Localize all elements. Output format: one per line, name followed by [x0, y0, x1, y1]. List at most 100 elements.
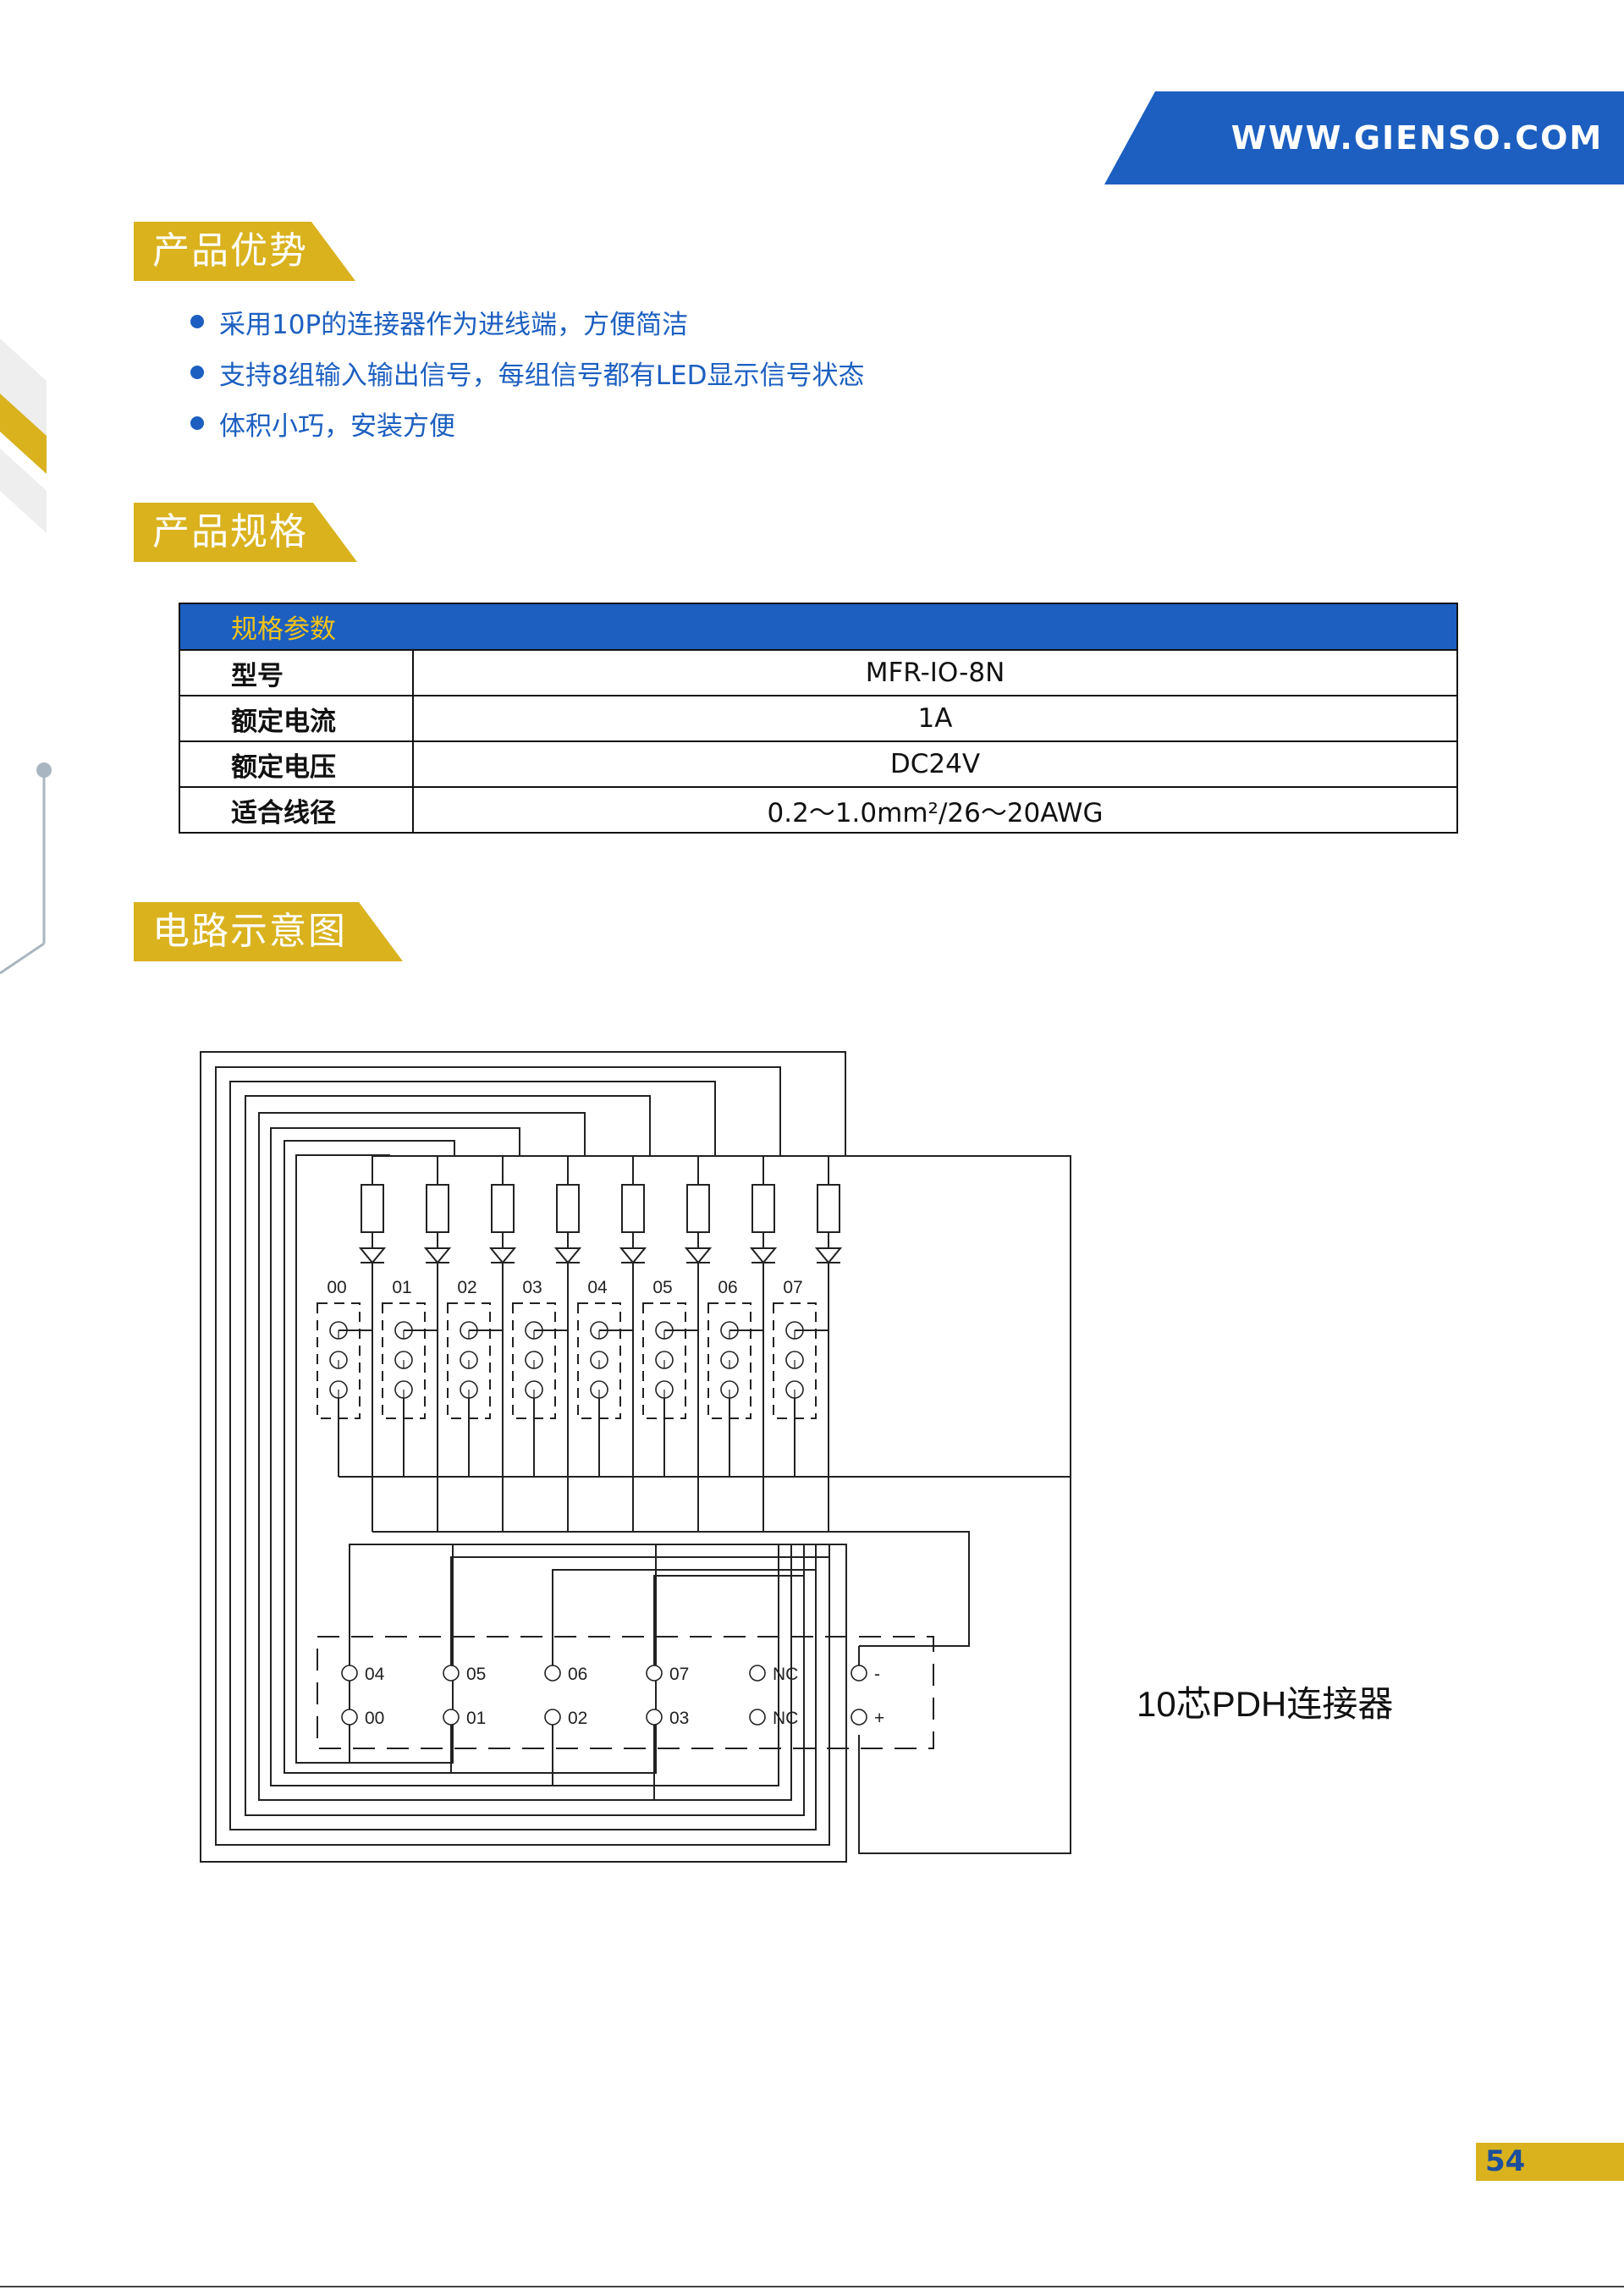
channel-group [577, 1156, 647, 1532]
tag-shape [134, 902, 403, 961]
channel-group [707, 1156, 778, 1532]
led-diode-icon [358, 1247, 387, 1264]
channel-bus-wire [245, 1095, 805, 1816]
connector-pin-label: 03 [669, 1709, 689, 1728]
channel-group [382, 1156, 452, 1532]
spec-row: 额定电流 1A [179, 695, 1458, 742]
connector-pin-label: 04 [365, 1665, 385, 1684]
section-title-specs: 产品规格 [152, 510, 308, 553]
channel-bus-wire [284, 1140, 657, 1774]
connector-pin-icon [341, 1665, 358, 1682]
section-tag-specs: 产品规格 [134, 503, 357, 562]
fuse-icon [491, 1184, 515, 1233]
fuse-icon [621, 1184, 645, 1233]
fuse-icon [556, 1184, 580, 1233]
section-tag-circuit: 电路示意图 [134, 902, 403, 961]
spec-row: 适合线径 0.2～1.0mm²/26～20AWG [179, 786, 1458, 834]
tag-shape [134, 503, 357, 562]
led-diode-icon [423, 1247, 452, 1264]
connector-pin-label: + [874, 1709, 884, 1728]
channel-group [512, 1156, 582, 1532]
connector-pin-icon [646, 1709, 663, 1726]
fuse-icon [751, 1184, 775, 1233]
channel-label: 06 [718, 1278, 737, 1297]
bottom-border [0, 2286, 1624, 2287]
advantage-item: 支持8组输入输出信号，每组信号都有LED显示信号状态 [190, 347, 864, 398]
channel-bus-wire [215, 1066, 830, 1846]
connector-pin-label: 01 [466, 1709, 486, 1728]
spec-label: 额定电压 [179, 740, 414, 788]
circuit-components [317, 1156, 969, 1749]
spec-value: MFR-IO-8N [412, 649, 1458, 696]
channel-group [773, 1156, 969, 1533]
connector-outline [317, 1636, 934, 1749]
led-diode-icon [814, 1247, 843, 1264]
spec-label: 型号 [179, 649, 414, 696]
channel-label: 03 [522, 1278, 542, 1297]
connector-pin-icon [544, 1665, 561, 1682]
led-diode-icon [619, 1247, 647, 1264]
channel-label: 07 [783, 1278, 802, 1297]
connector-pin-label: 02 [568, 1709, 587, 1728]
spec-table-header: 规格参数 [179, 603, 1458, 651]
connector-pin-icon [443, 1665, 460, 1682]
connector-pin-label: - [874, 1665, 880, 1684]
page-number: 54 [1485, 2144, 1526, 2178]
website-url[interactable]: WWW.GIENSO.COM [1230, 119, 1604, 157]
fuse-icon [817, 1184, 840, 1233]
connector-pin-icon [749, 1709, 766, 1726]
spec-row: 额定电压 DC24V [179, 740, 1458, 788]
led-diode-icon [749, 1247, 778, 1264]
connector-wire [552, 1569, 817, 1830]
channel-label: 00 [327, 1278, 346, 1297]
common-bus-wire [372, 1531, 970, 1647]
spec-value: 0.2～1.0mm²/26～20AWG [412, 786, 1458, 834]
connector-pin-icon [443, 1709, 460, 1726]
connector-pin-label: 06 [568, 1665, 587, 1684]
fuse-icon [361, 1184, 384, 1233]
advantage-text: 采用10P的连接器作为进线端，方便简洁 [219, 309, 689, 340]
channel-label: 04 [587, 1278, 608, 1297]
url-banner [1104, 91, 1624, 184]
page-number-bar [1476, 2143, 1624, 2181]
bullet-dot-icon [190, 315, 204, 328]
connector-pin-label: 07 [669, 1665, 689, 1684]
channel-label: 02 [457, 1278, 476, 1297]
connector-pin-icon [646, 1665, 663, 1682]
connector-pin-label: NC [773, 1709, 798, 1728]
connector-pin-icon [749, 1665, 766, 1682]
connector-label: 10芯PDH连接器 [1137, 1684, 1394, 1724]
channel-bus-wire [270, 1127, 779, 1786]
connector-pin-label: 05 [466, 1665, 486, 1684]
led-diode-icon [553, 1247, 582, 1264]
decorative-stripes [0, 339, 52, 975]
outer-frame-wire [200, 1052, 847, 1863]
advantage-text: 支持8组输入输出信号，每组信号都有LED显示信号状态 [219, 360, 865, 391]
bullet-dot-icon [190, 416, 204, 430]
channel-label: 01 [392, 1278, 411, 1297]
advantage-item: 体积小巧，安装方便 [190, 398, 455, 449]
channel-group [317, 1156, 387, 1532]
channel-bus-wire [200, 1051, 847, 1863]
bullet-dot-icon [190, 366, 204, 379]
connector-pin-icon [544, 1709, 561, 1726]
channel-label: 05 [652, 1278, 672, 1297]
section-title-circuit: 电路示意图 [152, 910, 347, 953]
connector-pin-icon [341, 1709, 358, 1726]
tag-shape [134, 222, 355, 281]
fuse-icon [686, 1184, 710, 1233]
connector-wire [653, 1575, 805, 1815]
led-diode-icon [684, 1247, 713, 1264]
advantage-item: 采用10P的连接器作为进线端，方便简洁 [190, 296, 688, 347]
channel-bus-wire [295, 1154, 454, 1764]
advantage-text: 体积小巧，安装方便 [219, 410, 455, 442]
connector-pin-icon [851, 1709, 867, 1726]
spec-label: 额定电流 [179, 695, 414, 742]
connector-pin-label: NC [773, 1665, 798, 1684]
spec-table-header-text: 规格参数 [179, 603, 1458, 651]
channel-bus-wire [258, 1112, 792, 1801]
connector-pin-icon [851, 1665, 867, 1682]
spec-row: 型号 MFR-IO-8N [179, 649, 1458, 696]
